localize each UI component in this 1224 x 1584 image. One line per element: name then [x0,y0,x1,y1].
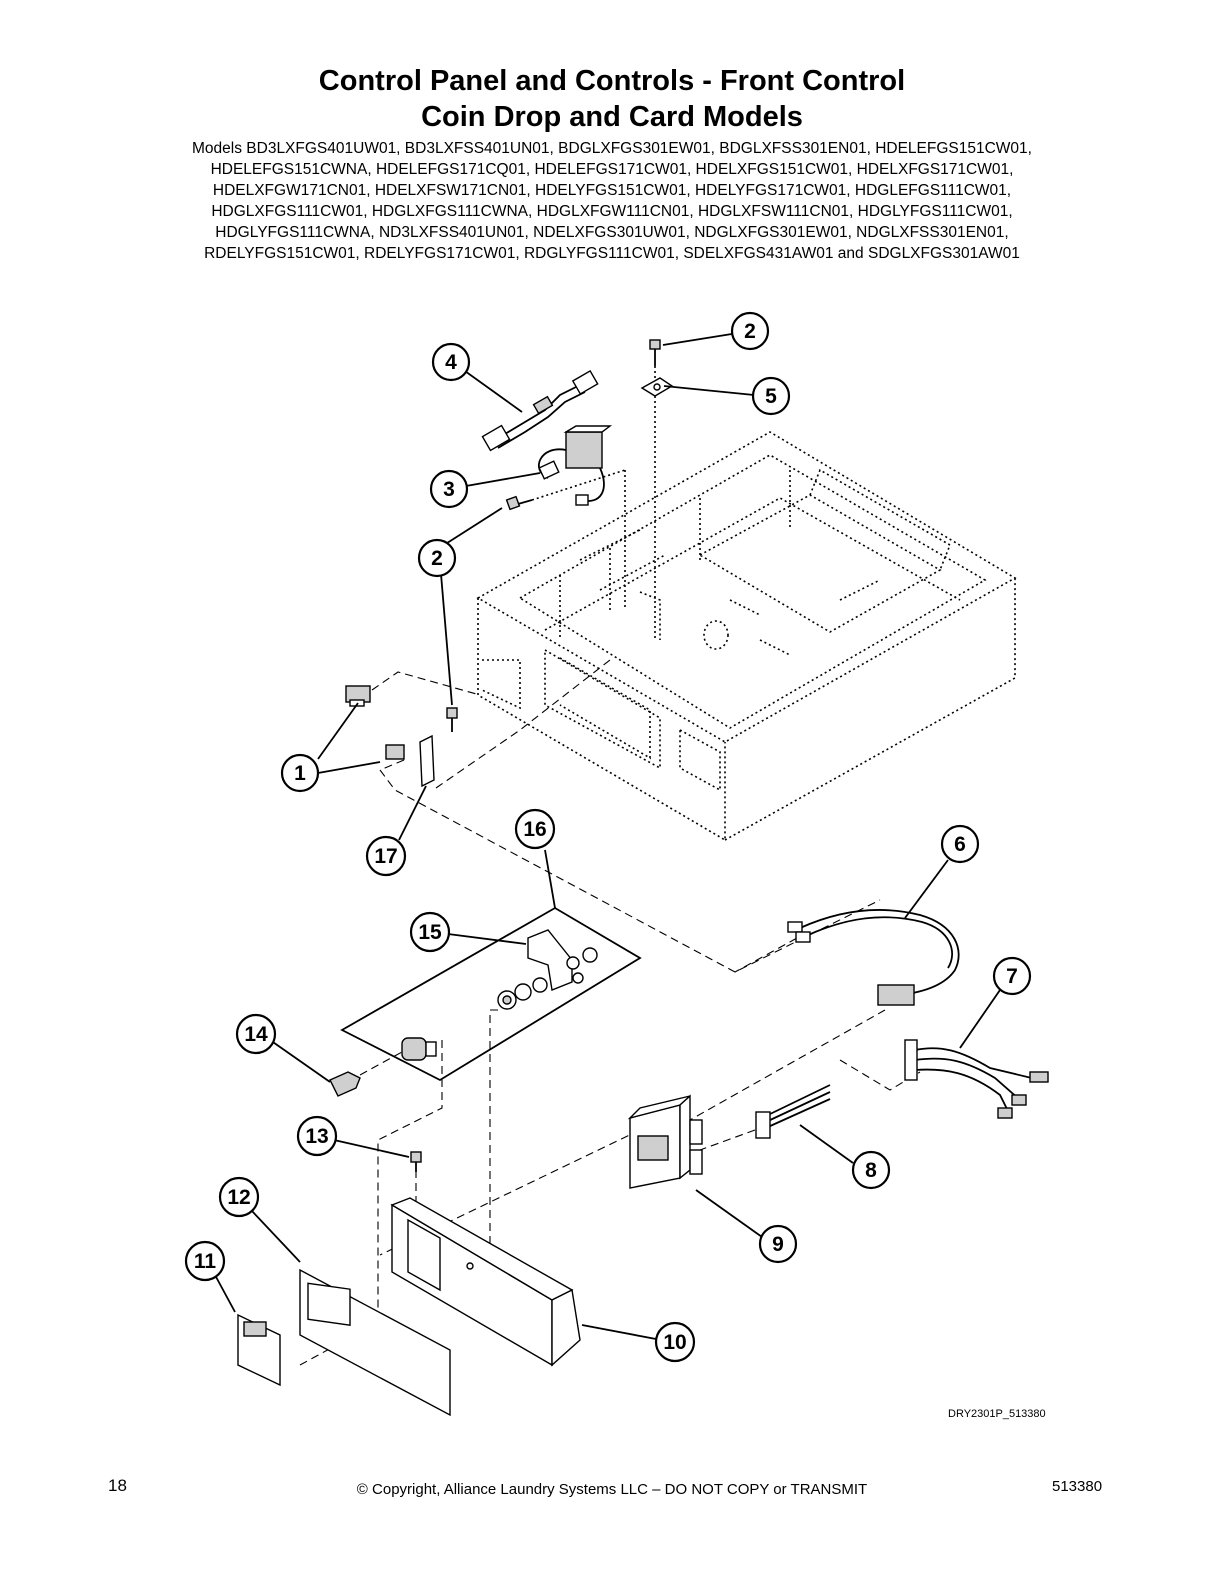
models-line: HDGLYFGS111CWNA, ND3LXFSS401UN01, NDELXF… [215,224,1009,241]
callout-15: 15 [409,911,451,953]
svg-text:6: 6 [954,833,966,856]
svg-text:7: 7 [1006,965,1018,988]
callout-8: 8 [851,1150,891,1190]
switch-part-1-b [385,734,435,788]
wire-harness-part-6 [787,909,960,1006]
wire-harness-part-7 [904,1039,1049,1119]
drawing-reference: DRY2301P_513380 [948,1408,1046,1420]
svg-text:4: 4 [445,351,457,374]
leader-lines [214,332,1001,1340]
overlay-part-12 [299,1268,451,1417]
svg-text:2: 2 [431,547,443,570]
svg-text:1: 1 [294,762,306,785]
svg-text:10: 10 [663,1331,686,1354]
svg-text:8: 8 [865,1159,877,1182]
control-board-part-9 [627,1094,703,1189]
callout-13: 13 [296,1115,338,1157]
callout-4: 4 [431,342,471,382]
svg-text:17: 17 [374,845,397,868]
callout-10: 10 [654,1321,696,1363]
wiring-part-8 [755,1084,831,1139]
screw-part-13 [410,1151,422,1172]
models-line: RDELYFGS151CW01, RDELYFGS171CW01, RDGLYF… [204,245,1020,262]
callout-11: 11 [184,1240,226,1282]
callout-2-side: 2 [417,538,457,578]
callout-17: 17 [365,835,407,877]
copyright-notice: © Copyright, Alliance Laundry Systems LL… [356,1481,868,1498]
callout-9: 9 [758,1224,798,1264]
models-line: HDGLXFGS111CW01, HDGLXFGS111CWNA, HDGLXF… [211,203,1013,220]
transformer-part-3 [537,425,613,506]
page-title: Control Panel and Controls - Front Contr… [318,65,906,97]
svg-text:12: 12 [227,1186,250,1209]
document-number: 513380 [1052,1478,1103,1495]
wire-harness-part-4 [481,369,599,452]
callout-7: 7 [992,956,1032,996]
callout-6: 6 [940,824,980,864]
screw-part-2-lower [446,707,458,732]
callout-14: 14 [235,1013,277,1055]
screw-part-2-side [505,469,626,511]
callout-2-top: 2 [730,311,770,351]
keypad-label-part-11 [237,1313,281,1387]
svg-text:13: 13 [305,1125,328,1148]
coin-drop-kit-part-16 [340,906,642,1082]
svg-text:9: 9 [772,1233,784,1256]
models-line: HDELXFGW171CN01, HDELXFSW171CN01, HDELYF… [212,182,1012,199]
svg-text:2: 2 [744,320,756,343]
svg-text:16: 16 [523,818,546,841]
control-panel-part-10 [390,1197,581,1367]
page-subtitle: Coin Drop and Card Models [421,101,803,133]
svg-text:14: 14 [244,1023,268,1046]
page-number: 18 [108,1476,127,1495]
control-console-enclosure [476,431,1017,842]
svg-text:11: 11 [194,1250,217,1273]
callout-5: 5 [751,376,791,416]
models-line: Models BD3LXFGS401UW01, BD3LXFSS401UN01,… [192,140,1032,157]
callout-3: 3 [429,469,469,509]
callout-1: 1 [280,753,320,793]
callout-16: 16 [514,808,556,850]
svg-text:15: 15 [418,921,442,944]
svg-text:5: 5 [765,385,777,408]
callout-12: 12 [218,1176,260,1218]
models-list: Models BD3LXFGS401UW01, BD3LXFSS401UN01,… [60,138,1164,264]
key-part-14 [329,1071,361,1097]
svg-text:3: 3 [443,478,455,501]
models-line: HDELEFGS151CWNA, HDELEFGS171CQ01, HDELEF… [210,161,1014,178]
screw-part-2-top [649,339,661,640]
